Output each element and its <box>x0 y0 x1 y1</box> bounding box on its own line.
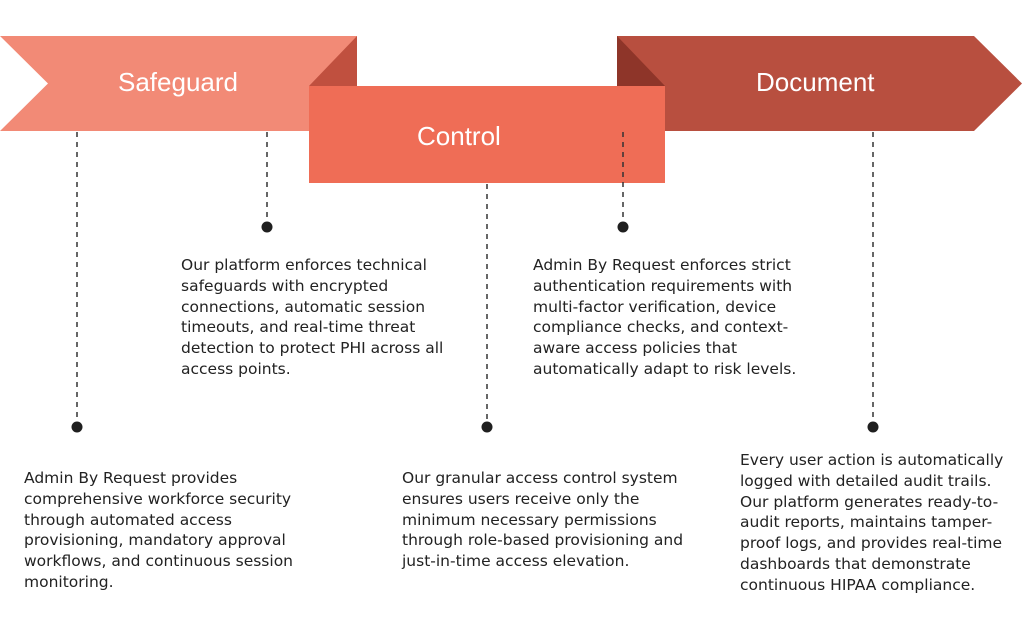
safeguard-label: Safeguard <box>118 67 238 97</box>
connector-dot <box>481 421 493 433</box>
control-top-description: Admin By Request enforces strict authent… <box>533 256 797 378</box>
connector-dot <box>261 221 273 233</box>
safeguard-banner <box>0 36 357 131</box>
safeguard-top-description: Our platform enforces technical safeguar… <box>181 256 444 378</box>
connector-dot <box>71 421 83 433</box>
connector-dot <box>617 221 629 233</box>
safeguard-bottom-description: Admin By Request provides comprehensive … <box>24 469 293 591</box>
document-bottom-description: Every user action is automatically logge… <box>740 451 1004 594</box>
control-banner <box>309 86 665 183</box>
connector-dot <box>867 421 879 433</box>
document-label: Document <box>756 67 875 97</box>
safeguard-fold <box>309 36 357 86</box>
control-label: Control <box>417 121 501 151</box>
document-fold <box>617 36 665 86</box>
control-bottom-description: Our granular access control system ensur… <box>402 469 684 571</box>
document-banner <box>617 36 1022 131</box>
